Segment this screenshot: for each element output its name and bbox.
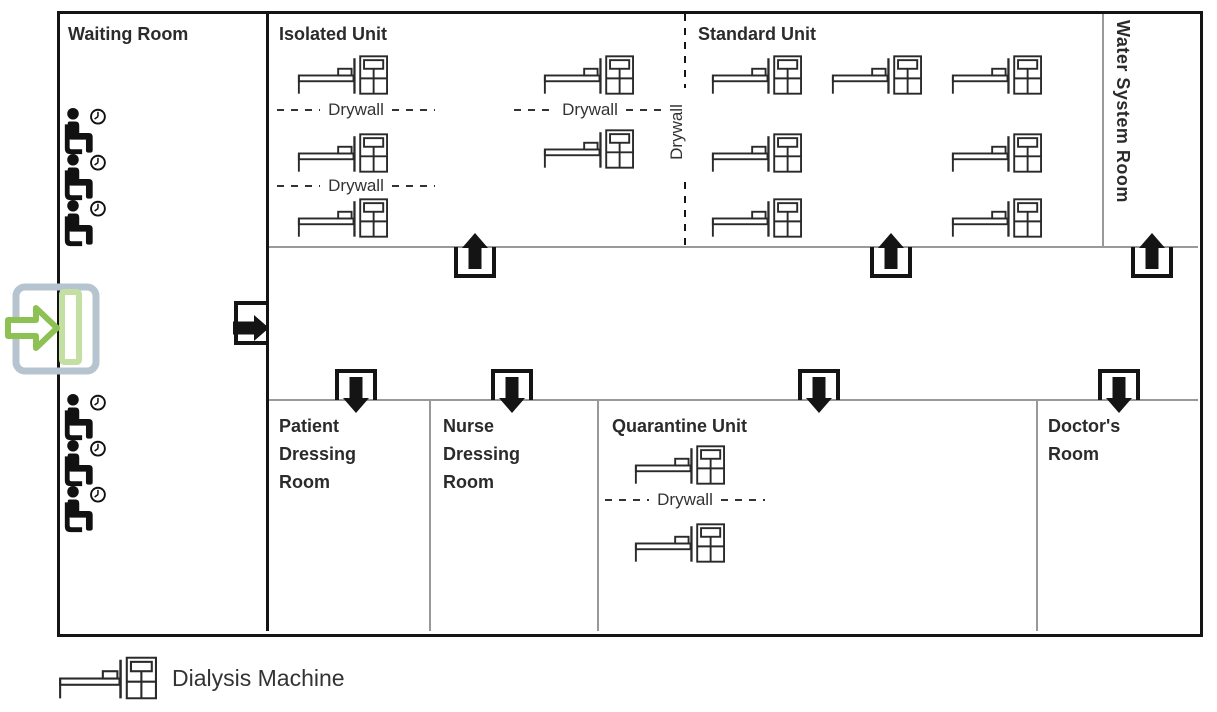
waiting-patient-icon	[62, 200, 108, 248]
dialysis-station-icon	[296, 198, 388, 238]
door-up-icon	[454, 232, 496, 278]
dialysis-station-icon	[950, 198, 1042, 238]
corridor-upper-wall	[269, 246, 1198, 248]
drywall-dash	[277, 185, 321, 187]
dialysis-station-icon	[830, 55, 922, 95]
nurse-quarantine-divider-wall	[597, 401, 599, 631]
door-down-icon	[798, 369, 840, 415]
dialysis-station-icon	[296, 55, 388, 95]
drywall-dash	[514, 109, 555, 111]
drywall-dash	[605, 499, 650, 501]
door-down-icon	[335, 369, 377, 415]
legend-label: Dialysis Machine	[172, 664, 345, 691]
drywall-dash	[720, 499, 766, 501]
entrance-icon	[5, 283, 100, 375]
outer-wall	[57, 11, 1203, 637]
quarantine-doctor-divider-wall	[1036, 401, 1038, 631]
drywall-label: Drywall	[277, 176, 436, 196]
door-right-icon	[234, 301, 274, 345]
legend-dialysis-station-icon	[57, 656, 157, 700]
room-label-quarantine: Quarantine Unit	[612, 416, 748, 436]
room-label-waiting: Waiting Room	[68, 24, 189, 44]
waiting-room-wall	[266, 11, 269, 631]
drywall-dash	[391, 109, 436, 111]
drywall-dash	[391, 185, 436, 187]
drywall-label: Drywall	[277, 100, 436, 120]
drywall-dash	[625, 109, 667, 111]
room-label-nurse-dressing: Nurse Dressing Room	[443, 416, 521, 492]
waiting-patient-icon	[62, 486, 108, 534]
door-down-icon	[491, 369, 533, 415]
door-up-icon	[1131, 232, 1173, 278]
dialysis-station-icon	[296, 133, 388, 173]
entrance-door	[59, 289, 82, 365]
dialysis-station-icon	[950, 55, 1042, 95]
dialysis-station-icon	[710, 198, 802, 238]
dialysis-station-icon	[710, 55, 802, 95]
waiting-patient-icon	[62, 108, 108, 156]
legend: Dialysis Machine	[57, 656, 345, 700]
drywall-label: Drywall	[514, 100, 667, 120]
drywall-label: Drywall	[605, 490, 766, 510]
waiting-patient-icon	[62, 394, 108, 442]
corridor-lower-wall	[269, 399, 1198, 401]
door-up-icon	[870, 232, 912, 278]
room-label-patient-dressing: Patient Dressing Room	[279, 416, 357, 492]
door-down-icon	[1098, 369, 1140, 415]
dialysis-station-icon	[950, 133, 1042, 173]
waiting-patient-icon	[62, 440, 108, 488]
dialysis-station-icon	[710, 133, 802, 173]
drywall-label-vertical: Drywall	[665, 88, 689, 176]
room-label-standard: Standard Unit	[698, 24, 817, 44]
room-label-doctors: Doctor's Room	[1048, 416, 1121, 464]
dialysis-station-icon	[633, 523, 725, 563]
room-label-isolated: Isolated Unit	[279, 24, 388, 44]
entrance-arrow-icon	[5, 305, 60, 351]
drywall-dash	[277, 109, 321, 111]
dialysis-station-icon	[633, 445, 725, 485]
room-label-water-system: Water System Room	[1113, 20, 1133, 203]
patient-nurse-divider-wall	[429, 401, 431, 631]
dialysis-station-icon	[542, 55, 634, 95]
waiting-patient-icon	[62, 154, 108, 202]
dialysis-station-icon	[542, 129, 634, 169]
water-room-wall	[1102, 14, 1104, 247]
